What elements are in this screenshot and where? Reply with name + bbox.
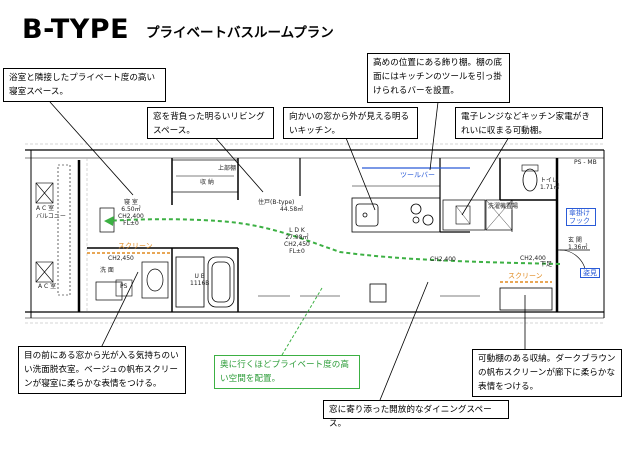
balcony-label: バルコニー: [36, 213, 66, 220]
toilet-label: トイレ 1.71㎡: [540, 177, 560, 191]
ac-room-label-1: A C 室: [36, 205, 55, 212]
callout-living: 窓を背負った明るいリビングスペース。: [147, 107, 274, 139]
ldk-label: L D K 27.98㎡ CH2,450 FL±0: [284, 227, 310, 255]
ps-right-label: PS - MB: [574, 159, 597, 166]
tool-bar-label: ツールバー: [400, 171, 435, 179]
flow-arrow-head: [104, 216, 114, 226]
ac-room-label-2: A C 室: [38, 283, 57, 290]
unit-name-label: 住戸(B-type) 44.58㎡: [258, 199, 304, 213]
callout-kitchen-window: 向かいの窓から外が見える明るいキッチン。: [283, 107, 418, 139]
page-subtitle: プライベートバスルームプラン: [146, 25, 334, 41]
callout-washroom: 目の前にある窓から光が入る気持ちのいい洗面脱衣室。ベージュの帆布スクリーンが寝室…: [18, 346, 186, 394]
flow-arrow: [107, 218, 561, 265]
ch-hall-label: CH2,400: [430, 256, 456, 263]
callout-bedroom: 浴室と隣接したプライベート度の高い寝室スペース。: [3, 68, 166, 102]
kitchen-counter: [351, 185, 441, 233]
callout-storage: 可動棚のある収納。ダークブラウンの帆布スクリーンが廊下に柔らかな表情をつける。: [472, 349, 622, 397]
leader-lines: [49, 101, 526, 401]
hanging-hook-label: 傘掛け フック: [566, 208, 596, 227]
callout-dining: 窓に寄り添った開放的なダイニングスペース。: [323, 400, 509, 429]
callout-appliance: 電子レンジなどキッチン家電がきれいに収まる可動棚。: [455, 107, 603, 139]
ch-wash-label: CH2,450: [108, 255, 134, 262]
callout-private-space: 奥に行くほどプライベート度の高い空間を配置。: [214, 355, 360, 389]
screen-label-right: スクリーン: [508, 272, 543, 280]
page-title: B-TYPE: [22, 14, 130, 45]
screen-label-left: スクリーン: [118, 242, 153, 250]
upper-shelf-label: 上部棚: [218, 165, 237, 172]
entrance-label: 玄 関 1.36㎡: [568, 237, 588, 251]
storage-closet-label: 収 納: [200, 179, 214, 186]
shoe-box-label: 下足: [540, 261, 553, 268]
callout-shelf: 高めの位置にある飾り棚。棚の底面にはキッチンのツールを引っ掛けられるバーを設置。: [367, 53, 510, 103]
wash-room-label: 洗 面: [100, 267, 114, 274]
laundry-label: 洗濯機置場: [488, 203, 519, 210]
bedroom-label: 寝 室 6.50㎡ CH2,400 FL±0: [118, 199, 144, 227]
mirror-label: 姿見: [580, 268, 600, 279]
ps-left-label: PS: [120, 283, 128, 290]
unit-bath-label: U B 1116B: [190, 273, 210, 287]
ch-entry-label: CH2,400: [520, 255, 546, 262]
bathtub: [175, 256, 235, 308]
